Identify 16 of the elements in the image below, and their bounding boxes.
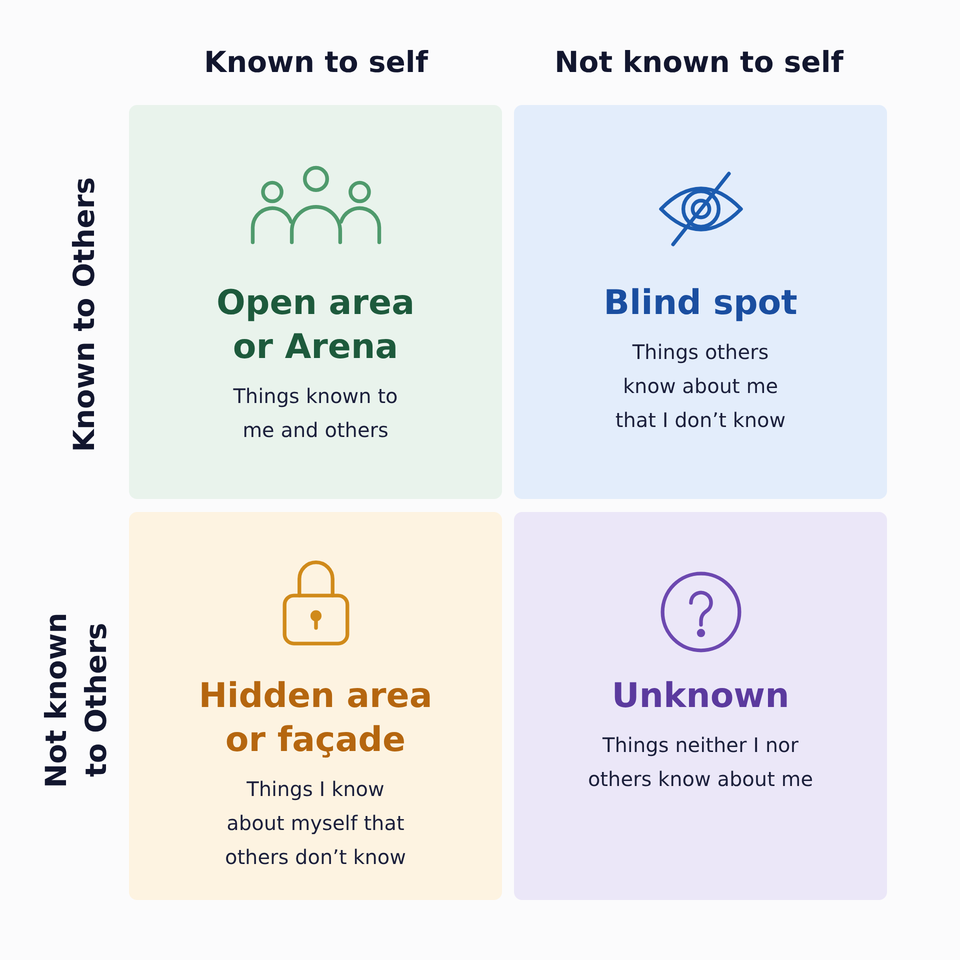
quadrant-description: Things known to me and others — [232, 383, 399, 444]
quadrant-title: Unknown — [612, 675, 790, 718]
quadrant-description: Things I know about myself that others don’t know — [224, 776, 408, 871]
quadrant-card — [514, 105, 887, 499]
quadrant-card — [514, 512, 887, 900]
quadrant-card — [129, 512, 502, 900]
quadrant-description: Things neither I nor others know about me — [586, 732, 814, 793]
row-header: Known to Others — [66, 176, 102, 454]
quadrant-card — [129, 105, 502, 499]
column-header: Known to self — [204, 44, 428, 81]
row-header: Not known to Others — [38, 611, 114, 790]
quadrant-title: Hidden area or façade — [198, 675, 434, 762]
column-header: Not known to self — [554, 44, 844, 81]
quadrant-description: Things others know about me that I don’t know — [614, 339, 787, 434]
quadrant-title: Open area or Arena — [215, 282, 416, 369]
quadrant-title: Blind spot — [604, 282, 798, 325]
